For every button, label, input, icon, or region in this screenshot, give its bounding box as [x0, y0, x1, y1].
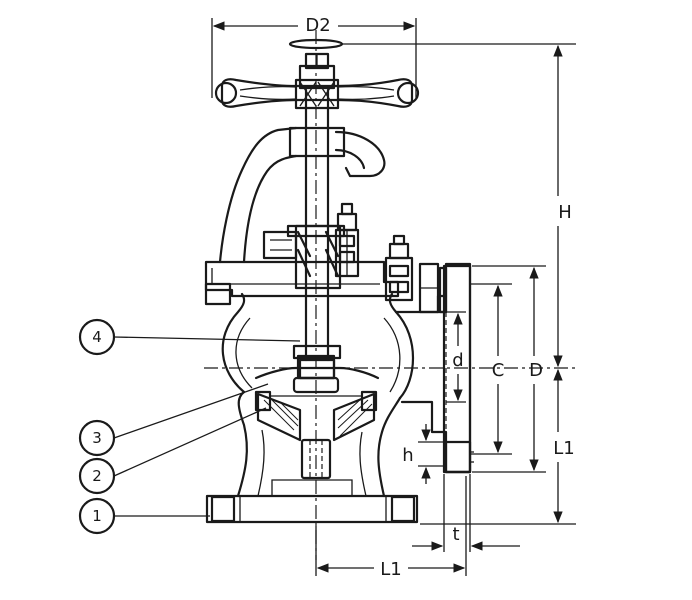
- callout-4-label: 4: [92, 328, 102, 346]
- dim-d-label: D: [529, 360, 543, 381]
- callout-circle-1: [78, 497, 116, 535]
- dimensions: [211, 18, 576, 576]
- dim-c-label: C: [492, 360, 505, 381]
- callout-circle-4: [78, 318, 116, 356]
- base-flange: [205, 494, 419, 524]
- callout-3-label: 3: [92, 429, 102, 447]
- callout-2-label: 2: [92, 467, 102, 485]
- handwheel: [214, 38, 420, 110]
- callouts: [78, 318, 301, 535]
- callout-1-label: 1: [92, 507, 102, 525]
- dim-h-small-label: h: [402, 445, 413, 466]
- callout-circle-2: [78, 457, 116, 495]
- valve-body: [205, 292, 419, 524]
- side-flange: [394, 262, 474, 474]
- dim-h-label: H: [558, 202, 572, 223]
- dim-d-small-label: d: [452, 350, 463, 371]
- dim-l1-horizontal-label: L1: [380, 559, 401, 580]
- center-lines: [204, 30, 576, 560]
- dim-t-label: t: [452, 524, 459, 545]
- callout-circle-3: [78, 419, 116, 457]
- dim-d2-label: D2: [305, 15, 330, 36]
- bonnet: [204, 52, 414, 380]
- dim-l1-vertical-label: L1: [553, 438, 574, 459]
